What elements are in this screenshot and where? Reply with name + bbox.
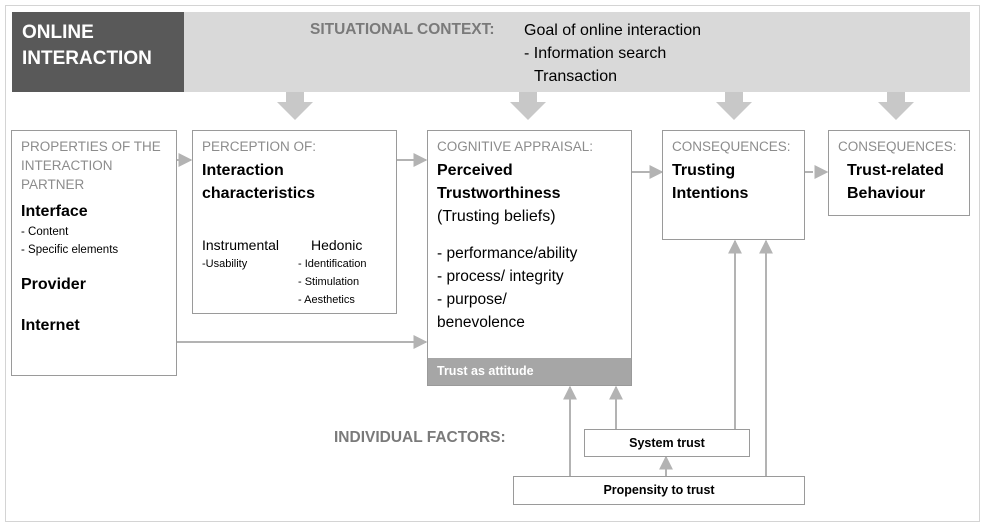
appraisal-item: - process/ integrity bbox=[437, 268, 564, 285]
title-line: Behaviour bbox=[847, 185, 926, 202]
consequences-behaviour-box: CONSEQUENCES: Trust-related Behaviour bbox=[828, 130, 970, 216]
heading-line: INTERACTION bbox=[21, 158, 113, 173]
consequences-heading: CONSEQUENCES: bbox=[838, 139, 957, 154]
provider-label: Provider bbox=[21, 276, 86, 293]
appraisal-item: - purpose/ bbox=[437, 291, 507, 308]
trusting-intentions-title: Trusting Intentions bbox=[672, 159, 795, 205]
diagram-frame bbox=[5, 5, 980, 522]
title-line: Interaction bbox=[202, 162, 284, 179]
instrumental-item: -Usability bbox=[202, 258, 248, 270]
interface-item: - Content bbox=[21, 226, 69, 238]
title-line-2: INTERACTION bbox=[22, 48, 152, 69]
trust-as-attitude-bar: Trust as attitude bbox=[428, 358, 631, 385]
appraisal-box: COGNITIVE APPRAISAL: Perceived Trustwort… bbox=[427, 130, 632, 386]
hedonic-label: Hedonic bbox=[311, 237, 363, 253]
context-line: - Information search bbox=[524, 45, 667, 62]
title-line: Intentions bbox=[672, 185, 749, 202]
perception-box: PERCEPTION OF: Interaction characteristi… bbox=[192, 130, 397, 314]
heading-line: PROPERTIES OF THE bbox=[21, 139, 161, 154]
title-line: Trusting bbox=[672, 162, 736, 179]
title-line: Trust-related bbox=[847, 162, 944, 179]
situational-context-label: SITUATIONAL CONTEXT: bbox=[310, 21, 495, 38]
appraisal-title: Perceived Trustworthiness bbox=[437, 159, 622, 205]
online-interaction-title: ONLINE INTERACTION bbox=[12, 12, 184, 92]
appraisal-item: - performance/ability bbox=[437, 245, 578, 262]
title-line-1: ONLINE bbox=[22, 22, 94, 43]
individual-factors-label: INDIVIDUAL FACTORS: bbox=[334, 429, 506, 446]
consequences-heading: CONSEQUENCES: bbox=[672, 139, 791, 154]
perception-heading: PERCEPTION OF: bbox=[202, 139, 317, 154]
hedonic-group: Hedonic - Identification - Stimulation -… bbox=[298, 235, 366, 309]
appraisal-item: benevolence bbox=[437, 314, 525, 331]
situational-context-band bbox=[184, 12, 970, 92]
hedonic-item: - Stimulation bbox=[298, 276, 360, 288]
hedonic-item: - Identification bbox=[298, 258, 367, 270]
context-line: Goal of online interaction bbox=[524, 22, 701, 39]
propensity-box: Propensity to trust bbox=[513, 476, 805, 505]
title-line: characteristics bbox=[202, 185, 315, 202]
title-line: Trustworthiness bbox=[437, 185, 561, 202]
properties-heading: PROPERTIES OF THE INTERACTION PARTNER bbox=[21, 137, 167, 194]
down-arrow-consequences1 bbox=[716, 92, 752, 120]
down-arrow-appraisal bbox=[510, 92, 546, 120]
appraisal-subtitle: (Trusting beliefs) bbox=[437, 208, 556, 225]
trust-related-behaviour-title: Trust-related Behaviour bbox=[838, 159, 960, 205]
down-arrow-consequences2 bbox=[878, 92, 914, 120]
situational-context-lines: Goal of online interaction - Information… bbox=[524, 19, 701, 88]
down-arrow-perception bbox=[277, 92, 313, 120]
appraisal-items: - performance/ability - process/ integri… bbox=[437, 242, 622, 334]
internet-label: Internet bbox=[21, 317, 80, 334]
consequences-intentions-box: CONSEQUENCES: Trusting Intentions bbox=[662, 130, 805, 240]
perception-title: Interaction characteristics bbox=[202, 159, 387, 205]
title-line: Perceived bbox=[437, 162, 513, 179]
heading-line: PARTNER bbox=[21, 177, 85, 192]
interface-label: Interface bbox=[21, 203, 88, 220]
instrumental-group: Instrumental -Usability bbox=[202, 235, 279, 273]
interface-item: - Specific elements bbox=[21, 244, 119, 256]
system-trust-box: System trust bbox=[584, 429, 750, 457]
context-line: Transaction bbox=[534, 68, 617, 85]
hedonic-item: - Aesthetics bbox=[298, 294, 355, 306]
appraisal-heading: COGNITIVE APPRAISAL: bbox=[437, 139, 594, 154]
context-down-arrows bbox=[277, 92, 914, 120]
properties-box: PROPERTIES OF THE INTERACTION PARTNER In… bbox=[11, 130, 177, 376]
instrumental-label: Instrumental bbox=[202, 237, 280, 253]
